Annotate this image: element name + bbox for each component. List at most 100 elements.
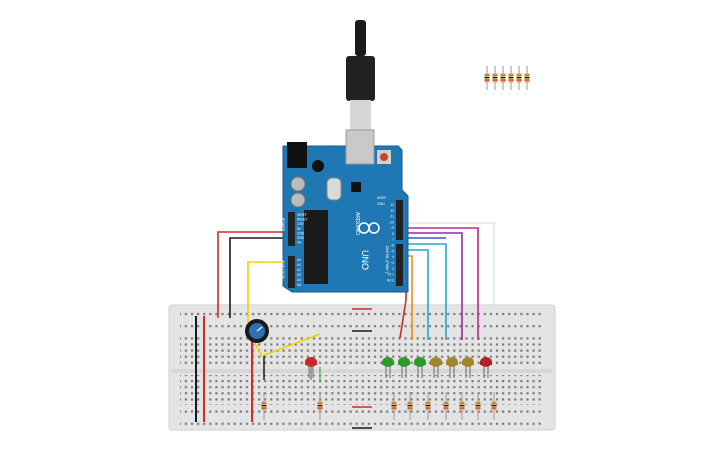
resistor[interactable] [425,392,431,420]
resistor-row[interactable] [261,392,497,420]
resistor[interactable] [317,392,323,420]
wire-5v[interactable] [217,231,290,318]
bottom-power-rail-a [180,409,542,416]
digital-pin-label: RX 0 [387,278,394,282]
led[interactable] [398,357,410,378]
capacitor-1 [290,176,306,192]
resistor[interactable] [484,66,490,90]
resistor[interactable] [524,66,530,90]
power-pin-label: GND [297,231,305,235]
reset-button-cap[interactable] [380,153,388,161]
usb-b-socket [345,129,375,165]
led[interactable] [382,357,394,378]
resistor[interactable] [261,392,267,420]
capacitor-2 [290,192,306,208]
power-pin-label: Vin [297,241,302,245]
resistor[interactable] [475,392,481,420]
resistor[interactable] [492,66,498,90]
led[interactable] [462,357,474,378]
usb-cable-strain-relief [355,20,366,56]
loose-resistors[interactable] [484,66,530,90]
board-brand-text: ARDUINO [354,212,360,235]
resistor[interactable] [516,66,522,90]
digital-header-high[interactable] [396,200,403,240]
top-power-rail-a [180,311,542,318]
analog-pin-label: A3 [297,273,301,277]
atmega-chip [304,210,328,284]
analog-header[interactable] [288,256,295,288]
digital-pin-label: ~3 [390,261,394,265]
digital-pin-label: 12 [390,209,394,213]
digital-pin-label: 8 [392,232,394,236]
power-header[interactable] [288,212,295,246]
power-pin-label: 3.3V [297,222,304,226]
power-pin-label: IOREF [297,213,307,217]
reset-label: RESET [380,137,393,141]
led[interactable] [430,357,442,378]
resistor[interactable] [407,392,413,420]
digital-pin-label: ~10 [389,220,395,224]
led[interactable] [305,357,317,378]
power-pin-label: RESET [297,218,308,222]
wire-pin8[interactable] [400,227,479,340]
analog-pin-label: A4 [297,278,301,282]
power-pin-label: GND [297,236,305,240]
led-leads [310,367,321,380]
usb-plug-body [346,56,375,101]
digital-pin-label: 4 [392,255,394,259]
wire-pin4[interactable] [400,249,429,340]
wire-pin9[interactable] [400,222,495,340]
gnd-label: GND [377,202,385,206]
usb-cable[interactable] [346,20,375,134]
analog-pin-label: A2 [297,268,301,272]
power-jack [287,142,307,168]
top-power-rail-b [180,322,542,329]
wires[interactable] [217,222,495,357]
digital-pin-label: 7 [392,238,394,242]
digital-pin-label: ~9 [390,226,394,230]
analog-pin-label: A5 [297,283,301,287]
led[interactable] [414,357,426,378]
wire-gnd[interactable] [229,237,290,318]
led[interactable] [480,357,492,378]
usb-plug-metal [350,100,371,134]
digital-pin-label: 13 [390,203,394,207]
breadboard-power-jumpers[interactable] [195,316,265,422]
led-row[interactable] [305,357,492,378]
resistor[interactable] [508,66,514,90]
digital-pin-label: ~11 [389,215,394,219]
wire-pin7[interactable] [400,232,463,340]
resistor[interactable] [391,392,397,420]
led[interactable] [446,357,458,378]
digital-pin-label: TX 1 [387,273,394,277]
resistor[interactable] [491,392,497,420]
wire-pin5[interactable] [400,243,447,340]
voltage-regulator [312,160,324,172]
digital-pin-label: 2 [392,267,394,271]
digital-pin-label: ~5 [390,249,394,253]
terminal-strip-bottom [180,375,542,405]
board-model-text: UNO [360,250,370,270]
wire-a0-signal[interactable] [247,261,290,330]
resistor[interactable] [443,392,449,420]
bottom-power-rail-b [180,419,542,426]
power-pin-label: 5V [297,227,302,231]
potentiometer[interactable] [245,319,269,343]
arduino-uno-board[interactable]: ARDUINO UNO POWER ANALOG IN DIGITAL (PWM… [281,129,409,293]
crystal-oscillator [326,177,342,201]
digital-pin-label: ~6 [390,244,394,248]
power-header-label: POWER [281,218,285,232]
breadboard[interactable] [168,304,556,431]
analog-pin-label: A1 [297,263,301,267]
resistor[interactable] [459,392,465,420]
analog-header-label: ANALOG IN [281,260,285,280]
digital-pin-labels: 13 12 ~11~10 ~9 8 7 ~6~5 4 ~3 2 TX 1RX 0 [387,203,394,282]
resistor[interactable] [500,66,506,90]
arduino-logo [358,222,380,234]
analog-pin-label: A0 [297,258,301,262]
digital-header-low[interactable] [396,244,403,286]
aref-label: AREF [377,196,386,200]
